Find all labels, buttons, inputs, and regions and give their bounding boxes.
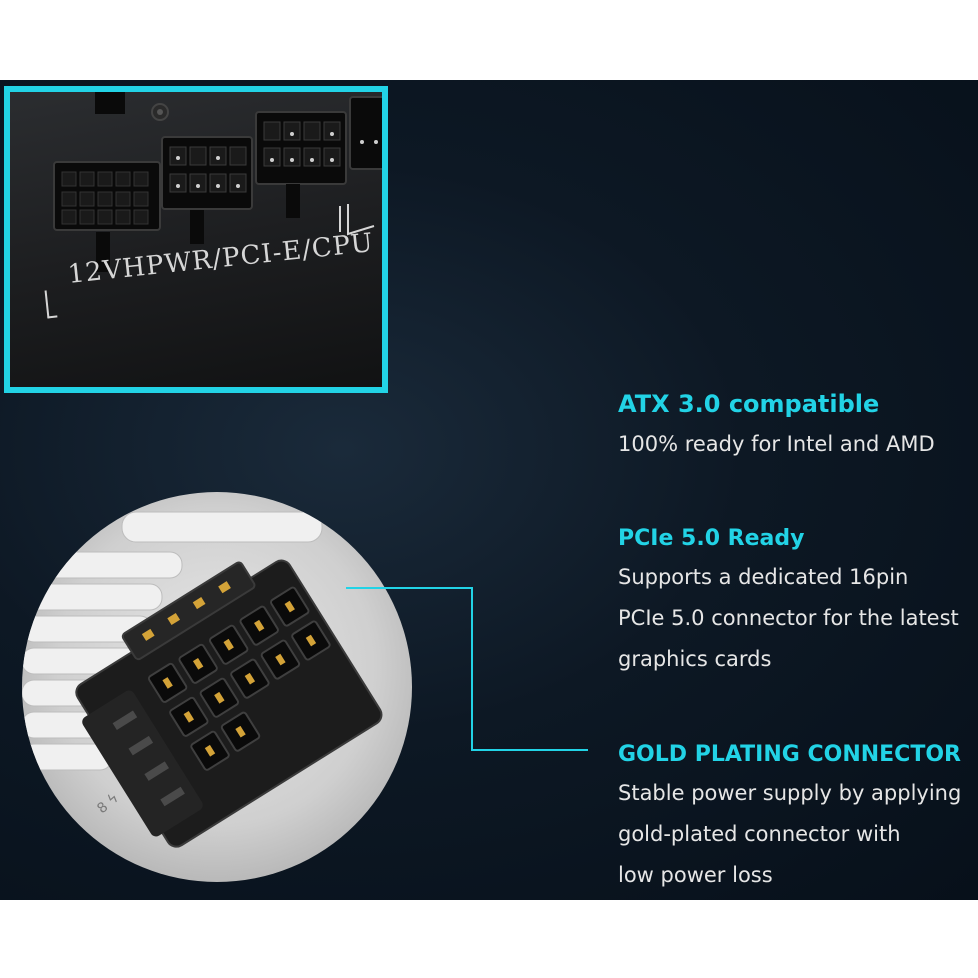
feature-description: Stable power supply by applying gold-pla… xyxy=(618,781,962,887)
feature-gold-plating: GOLD PLATING CONNECTOR Stable power supp… xyxy=(618,742,978,896)
psu-connector-panel-photo: 12VHPWR/PCI-E/CPU xyxy=(4,86,388,393)
feature-title: ATX 3.0 compatible xyxy=(618,390,880,418)
16pin-connector-illustration: 8 ϟ xyxy=(22,511,383,848)
feature-title: GOLD PLATING CONNECTOR xyxy=(618,742,961,767)
gold-connector-photo: 8 ϟ xyxy=(22,492,412,882)
feature-description: Supports a dedicated 16pin PCIe 5.0 conn… xyxy=(618,565,959,671)
product-banner: 12VHPWR/PCI-E/CPU xyxy=(0,80,978,900)
feature-title: PCIe 5.0 Ready xyxy=(618,526,805,551)
feature-description: 100% ready for Intel and AMD xyxy=(618,432,935,456)
feature-pcie5: PCIe 5.0 Ready Supports a dedicated 16pi… xyxy=(618,526,978,680)
callout-line xyxy=(346,587,588,751)
feature-atx3: ATX 3.0 compatible 100% ready for Intel … xyxy=(618,390,978,465)
psu-ports-illustration xyxy=(53,92,382,272)
